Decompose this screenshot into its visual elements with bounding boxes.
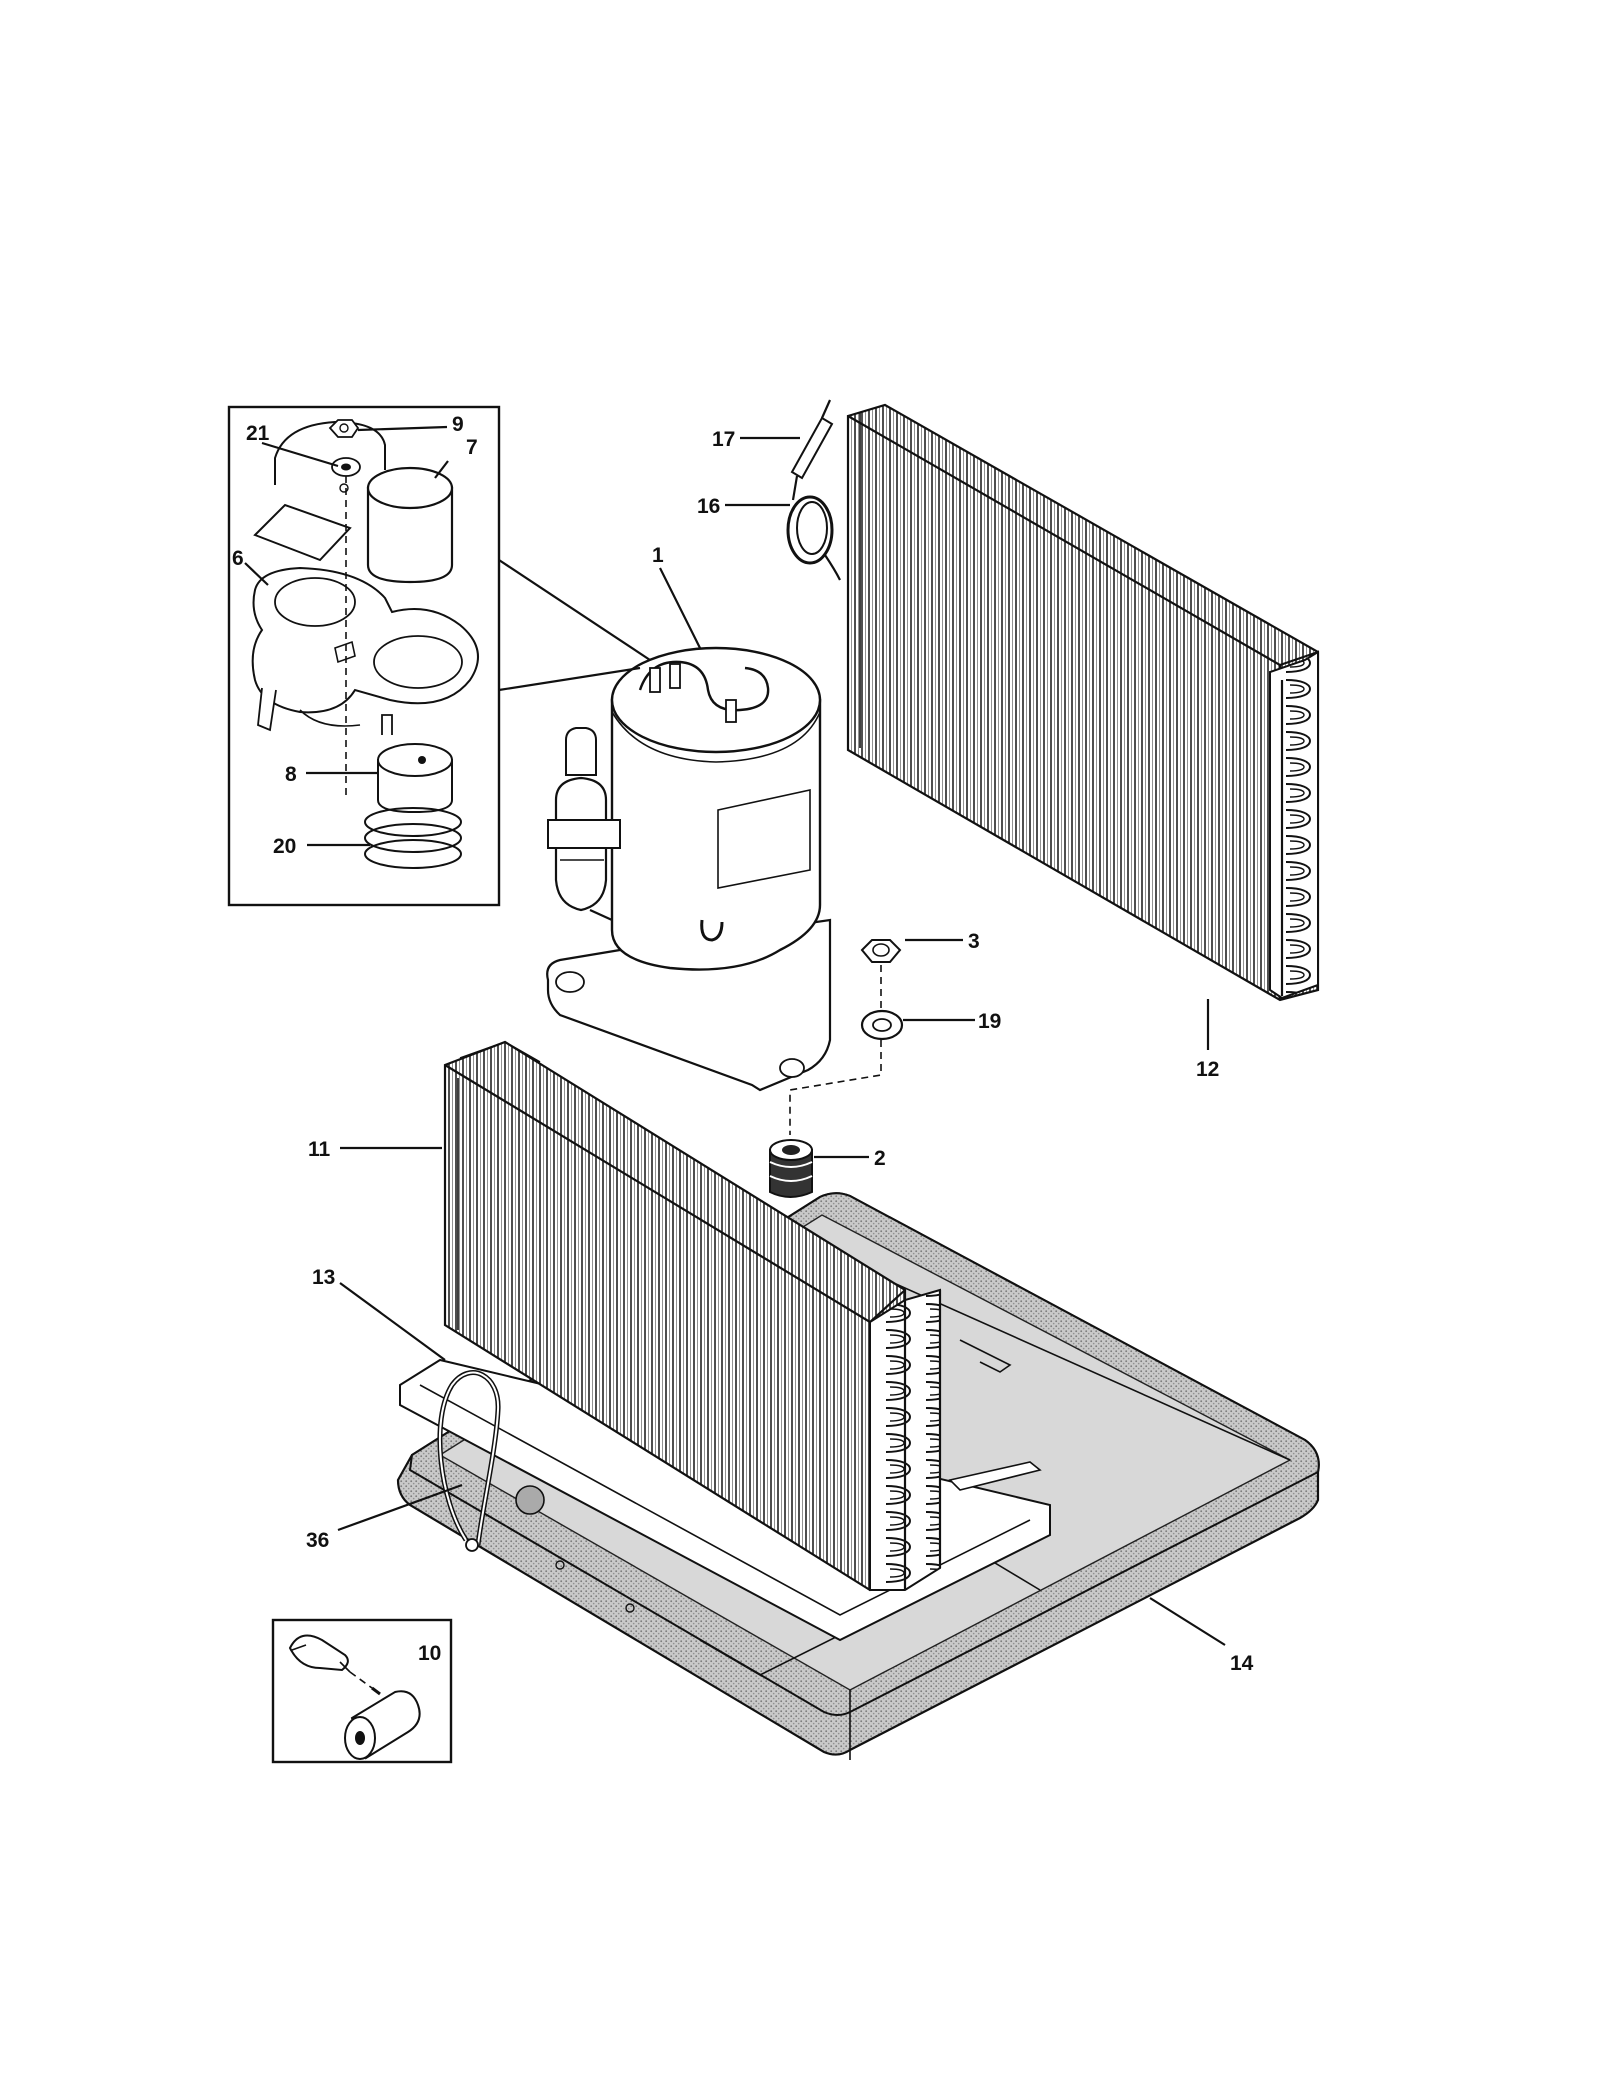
strainer-part — [790, 399, 834, 501]
inset-detail-box-10 — [271, 1618, 453, 1764]
callout-13: 13 — [312, 1266, 335, 1289]
condenser-coil — [443, 1040, 942, 1592]
inset-pointer-lines — [498, 559, 651, 692]
inset-detail-box — [227, 405, 501, 907]
callout-1: 1 — [652, 544, 664, 567]
callout-14: 14 — [1230, 1652, 1254, 1675]
callout-20: 20 — [273, 835, 296, 858]
grommet-part — [769, 1139, 813, 1198]
callout-19: 19 — [978, 1010, 1001, 1033]
callout-2: 2 — [874, 1147, 886, 1170]
hose-loop-part — [437, 1370, 501, 1552]
evaporator-coil — [846, 403, 1320, 1002]
callout-7: 7 — [466, 436, 478, 459]
capillary-tube-part — [786, 495, 841, 581]
nut-part — [860, 939, 902, 963]
callout-12: 12 — [1196, 1058, 1219, 1081]
callout-6: 6 — [232, 547, 244, 570]
washer-part — [860, 1009, 904, 1041]
callout-11: 11 — [308, 1138, 331, 1161]
callout-17: 17 — [712, 428, 735, 451]
compressor — [546, 646, 832, 1092]
leader-lines — [244, 425, 1226, 1646]
callout-36: 36 — [306, 1529, 329, 1552]
callout-16: 16 — [697, 495, 720, 518]
mount-guide-line — [789, 965, 882, 1135]
callout-10: 10 — [418, 1642, 441, 1665]
callout-21: 21 — [246, 422, 270, 445]
callout-8: 8 — [285, 763, 297, 786]
callout-9: 9 — [452, 413, 464, 436]
callout-3: 3 — [968, 930, 980, 953]
